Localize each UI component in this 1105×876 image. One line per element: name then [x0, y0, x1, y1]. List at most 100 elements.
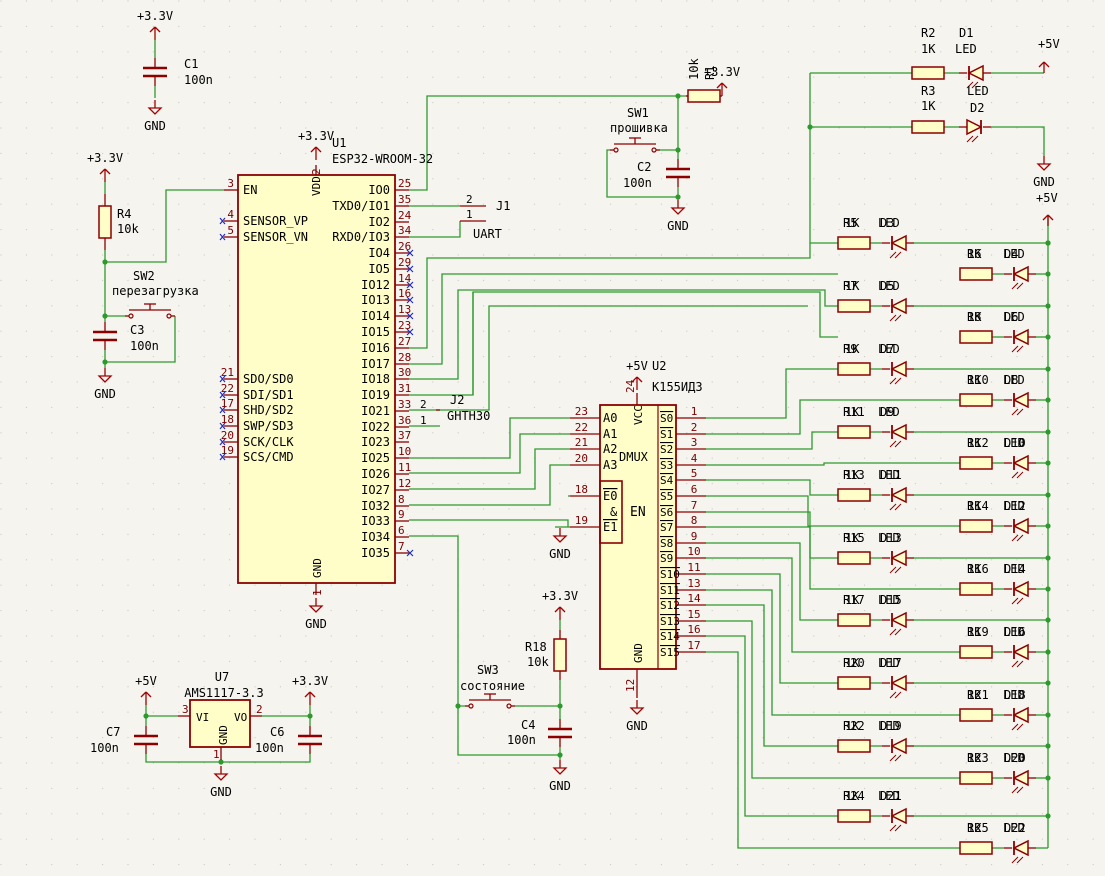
pin-number: 34: [398, 224, 412, 237]
pin-name: A1: [603, 427, 617, 441]
wire: [606, 149, 678, 198]
pin-number: 4: [691, 452, 698, 465]
pin-name: IO14: [361, 309, 390, 323]
pin-number: 28: [398, 351, 411, 364]
pin-name: IO18: [361, 372, 390, 386]
no-connect-icon: [219, 453, 226, 461]
led-arrow: [971, 135, 979, 143]
d2-value-top: LED: [967, 84, 989, 98]
no-connect-icon: [406, 312, 414, 320]
pin-number: 25: [398, 177, 411, 190]
pin-name: GND: [632, 643, 645, 663]
pin-number: 7: [691, 499, 698, 512]
pin-number: 9: [398, 508, 405, 521]
pin-name: VDD: [310, 176, 323, 196]
power-arrow: [140, 691, 147, 698]
led-value: LED: [878, 342, 900, 356]
gnd-u1: GND: [305, 617, 327, 631]
led-ref: D6: [1004, 310, 1018, 324]
led-arrow: [1016, 471, 1024, 479]
c1-value: 100n: [184, 73, 213, 87]
pin-name: IO4: [368, 246, 390, 260]
u2-value: К155ИД3: [652, 380, 703, 394]
pin-number: 8: [691, 514, 698, 527]
sw3-value: состояние: [460, 679, 525, 693]
pin-number: 20: [575, 452, 588, 465]
ground-icon: [97, 375, 113, 383]
pin-number: 2: [466, 193, 473, 206]
pin-number: 1: [466, 208, 473, 221]
pin-name: S11: [660, 584, 680, 597]
res-ref: R15: [843, 531, 865, 545]
wire: [145, 754, 311, 763]
wire: [706, 557, 960, 653]
pin-name: S1: [660, 428, 673, 441]
led-ref: D21: [880, 789, 902, 803]
c7-value: 100n: [90, 741, 119, 755]
wire: [991, 126, 1045, 156]
pin-number: 8: [398, 493, 405, 506]
pin-name: S6: [660, 506, 673, 519]
c3-value: 100n: [130, 339, 159, 353]
res-ref: R19: [967, 625, 989, 639]
res-ref: R7: [843, 279, 857, 293]
pin-name: S3: [660, 459, 673, 472]
pin-name: VCC: [632, 405, 645, 425]
led-ref: D13: [880, 531, 902, 545]
res-value: 1K: [967, 751, 982, 765]
wire: [706, 399, 960, 435]
led-ref: D19: [880, 719, 902, 733]
pin-number: 16: [398, 287, 411, 300]
ground-icon: [552, 767, 568, 775]
pin-name: IO12: [361, 278, 390, 292]
pin-name: GND: [217, 725, 230, 745]
enable-block: [599, 480, 623, 544]
led-arrow: [1016, 660, 1024, 668]
gnd-c4: GND: [549, 779, 571, 793]
wire: [706, 526, 960, 590]
led-value: LED: [878, 789, 900, 803]
pin-name: A0: [603, 411, 617, 425]
led-value: LED: [878, 656, 900, 670]
led-value: LED: [1003, 310, 1025, 324]
pin-name: SENSOR_VN: [243, 230, 308, 244]
ground-icon: [213, 773, 229, 781]
r1-ref: R1: [703, 66, 717, 80]
led-ref: D3: [880, 216, 894, 230]
res-value: 1K: [967, 247, 982, 261]
pin-name: IO13: [361, 293, 390, 307]
led-arrow: [1011, 471, 1019, 479]
wire: [706, 495, 960, 527]
u2-ref: U2: [652, 359, 666, 373]
no-connect-icon: [406, 265, 414, 273]
sw2-ref: SW2: [133, 269, 155, 283]
power-arrow: [154, 26, 161, 33]
r3-ref: R3: [921, 84, 935, 98]
j2-ref: J2: [450, 393, 464, 407]
resistor-r23: [959, 771, 993, 785]
pin-name: IO21: [361, 404, 390, 418]
led-arrow: [1016, 282, 1024, 290]
pin-name: SDI/SD1: [243, 388, 294, 402]
pin-name: VI: [196, 711, 209, 724]
resistor-r7: [837, 299, 871, 313]
no-connect-icon: [219, 391, 226, 399]
res-value: 1K: [845, 593, 860, 607]
pin-number: 24: [398, 209, 412, 222]
pin-number: 26: [398, 240, 411, 253]
ground-icon: [629, 707, 645, 715]
led-ref: D7: [880, 342, 894, 356]
led-value: LED: [1003, 373, 1025, 387]
res-ref: R9: [843, 342, 857, 356]
r2-body: [911, 66, 945, 80]
pin-number: 22: [221, 382, 234, 395]
led-value: LED: [1003, 625, 1025, 639]
led-ref: D4: [1004, 247, 1018, 261]
pin-number: 4: [227, 208, 234, 221]
led-arrow: [1011, 534, 1019, 542]
res-value: 1K: [845, 719, 860, 733]
led-value: LED: [1003, 247, 1025, 261]
pin-number: 33: [398, 398, 411, 411]
led-arrow: [1011, 345, 1019, 353]
power-3v3-u1: +3.3V: [298, 129, 334, 143]
